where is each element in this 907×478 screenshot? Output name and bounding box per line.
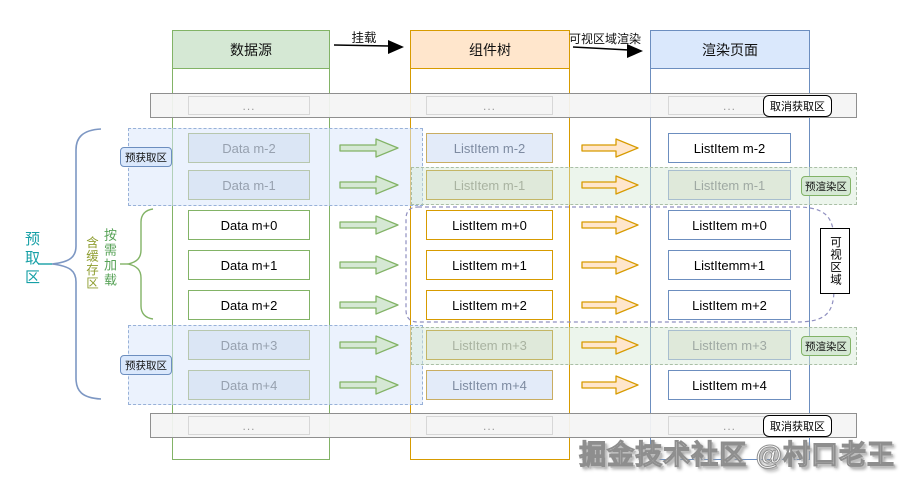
prefetch-zone-label-bottom: 预获取区 xyxy=(120,355,172,375)
ellipsis-cell: ... xyxy=(426,96,553,115)
green-arrow-icon xyxy=(339,215,399,235)
cancel-fetch-label: 取消获取区 xyxy=(763,415,832,437)
data-item: Data m+4 xyxy=(188,370,310,400)
prefetch-zone-label-top: 预获取区 xyxy=(120,147,172,167)
orange-arrow-icon xyxy=(581,295,639,315)
side-cache-zone-label: 含缓存区 xyxy=(84,236,98,290)
visible-area-label: 可视区域 xyxy=(820,228,850,294)
green-arrow-icon xyxy=(339,255,399,275)
render-item: ListItem m+4 xyxy=(668,370,791,400)
prerender-zone-label-bottom: 预渲染区 xyxy=(801,336,851,356)
orange-arrow-icon xyxy=(581,215,639,235)
list-item: ListItem m+2 xyxy=(426,290,553,320)
render-item: ListItem m+3 xyxy=(668,330,791,360)
data-source-title: 数据源 xyxy=(230,41,272,58)
cancel-fetch-band-top: ... ... ... 取消获取区 xyxy=(150,93,857,118)
watermark: 掘金技术社区 @村口老王 xyxy=(579,440,895,471)
component-tree-title: 组件树 xyxy=(469,41,511,58)
orange-arrow-icon xyxy=(581,335,639,355)
orange-arrow-icon xyxy=(581,255,639,275)
cancel-fetch-label: 取消获取区 xyxy=(763,95,832,117)
data-item: Data m-2 xyxy=(188,133,310,163)
data-item: Data m-1 xyxy=(188,170,310,200)
data-item: Data m+3 xyxy=(188,330,310,360)
prerender-zone-label-top: 预渲染区 xyxy=(801,176,851,196)
green-arrow-icon xyxy=(339,138,399,158)
render-item: ListItem m-2 xyxy=(668,133,791,163)
data-item: Data m+2 xyxy=(188,290,310,320)
ellipsis-cell: ... xyxy=(188,416,310,435)
list-item: ListItem m-2 xyxy=(426,133,553,163)
on-demand-brace-icon xyxy=(127,208,154,320)
green-arrow-icon xyxy=(339,375,399,395)
side-on-demand-label: 按需加载 xyxy=(102,228,117,288)
list-item: ListItem m+1 xyxy=(426,250,553,280)
ellipsis-cell: ... xyxy=(426,416,553,435)
green-arrow-icon xyxy=(339,335,399,355)
viewport-render-arrow-icon xyxy=(572,46,630,51)
list-item: ListItem m+4 xyxy=(426,370,553,400)
side-prefetch-zone-label: 预取区 xyxy=(23,231,40,288)
render-page-title: 渲染页面 xyxy=(702,41,758,58)
viewport-render-arrow-label: 可视区域渲染 xyxy=(568,32,641,46)
data-item: Data m+0 xyxy=(188,210,310,240)
render-item: ListItemm+1 xyxy=(668,250,791,280)
orange-arrow-icon xyxy=(581,375,639,395)
render-item: ListItem m+0 xyxy=(668,210,791,240)
orange-arrow-icon xyxy=(581,175,639,195)
ellipsis-cell: ... xyxy=(188,96,310,115)
orange-arrow-icon xyxy=(581,138,639,158)
list-item: ListItem m+3 xyxy=(426,330,553,360)
data-source-header: 数据源 xyxy=(173,31,329,69)
cancel-fetch-band-bottom: ... ... ... 取消获取区 xyxy=(150,413,857,438)
render-item: ListItem m+2 xyxy=(668,290,791,320)
green-arrow-icon xyxy=(339,295,399,315)
component-tree-header: 组件树 xyxy=(411,31,569,69)
list-item: ListItem m+0 xyxy=(426,210,553,240)
render-page-header: 渲染页面 xyxy=(651,31,809,69)
green-arrow-icon xyxy=(339,175,399,195)
data-item: Data m+1 xyxy=(188,250,310,280)
list-item: ListItem m-1 xyxy=(426,170,553,200)
mount-arrow-label: 挂载 xyxy=(351,31,377,45)
render-item: ListItem m-1 xyxy=(668,170,791,200)
